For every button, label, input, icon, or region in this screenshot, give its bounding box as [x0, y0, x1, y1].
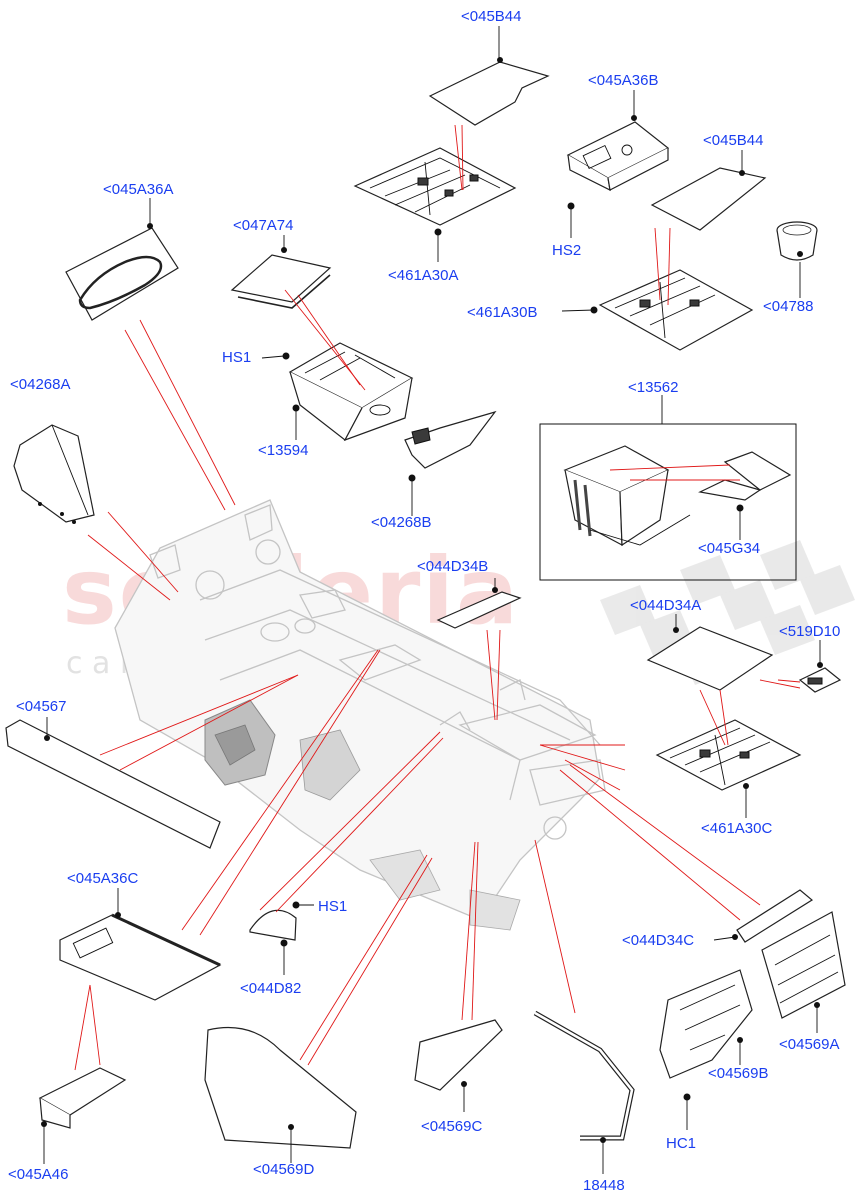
part-045A36B-bezel: [566, 121, 670, 192]
callout-461A30A[interactable]: <461A30A: [388, 267, 459, 284]
part-045B44-right-mat: [650, 167, 767, 231]
part-13562-liner: [563, 445, 691, 547]
callout-04567[interactable]: <04567: [16, 698, 67, 715]
callout-18448[interactable]: 18448: [583, 1177, 625, 1194]
part-044D82-cover: [249, 909, 297, 941]
callout-HS2[interactable]: HS2: [552, 242, 582, 259]
callout-HS1-bottom[interactable]: HS1: [318, 898, 348, 915]
callout-461A30B[interactable]: <461A30B: [467, 304, 538, 321]
part-04569A-bezel: [761, 911, 846, 1019]
console-mechanism: [204, 699, 521, 931]
callout-04268B[interactable]: <04268B: [371, 514, 432, 531]
part-461A30B-frame: [598, 269, 754, 351]
part-04268B-bracket: [404, 410, 497, 469]
callout-045A36C[interactable]: <045A36C: [67, 870, 139, 887]
callout-461A30C[interactable]: <461A30C: [701, 820, 773, 837]
part-045A46-bracket: [38, 1067, 127, 1129]
leader-lines: [43, 26, 821, 1174]
box-13562-frame: [539, 423, 797, 581]
part-047A74-lid: [230, 254, 332, 309]
callout-13594[interactable]: <13594: [258, 442, 309, 459]
callout-HC1[interactable]: HC1: [666, 1135, 697, 1152]
part-04268A-panel: [13, 424, 95, 524]
part-04567-strip: [5, 719, 221, 849]
callout-04569D[interactable]: <04569D: [253, 1161, 315, 1178]
part-461A30A-frame: [353, 147, 517, 226]
part-045A36C-bezel: [59, 913, 222, 1001]
callout-04569A[interactable]: <04569A: [779, 1036, 840, 1053]
part-18448-rail: [533, 1010, 635, 1141]
part-04569B-bracket: [659, 969, 753, 1079]
part-045B44-top-mat: [428, 61, 550, 126]
callout-044D34B[interactable]: <044D34B: [417, 558, 489, 575]
callout-047A74[interactable]: <047A74: [233, 217, 294, 234]
callout-13562[interactable]: <13562: [628, 379, 679, 396]
part-519D10-clip: [798, 667, 842, 693]
callout-045B44-top[interactable]: <045B44: [461, 8, 522, 25]
part-13594-bin: [288, 342, 414, 442]
fastener-HS1-top: [282, 352, 290, 360]
part-044D34B-lid: [436, 591, 522, 629]
part-045G34-pad: [698, 451, 792, 501]
callout-044D34A[interactable]: <044D34A: [630, 597, 702, 614]
callout-045B44-right[interactable]: <045B44: [703, 132, 764, 149]
part-461A30C-frame: [655, 719, 802, 791]
part-044D34C-trim: [736, 889, 814, 943]
callout-045A36A[interactable]: <045A36A: [103, 181, 174, 198]
callout-519D10[interactable]: <519D10: [779, 623, 841, 640]
callout-044D34C[interactable]: <044D34C: [622, 932, 695, 949]
fastener-045B44-top: [497, 57, 503, 63]
callout-044D82[interactable]: <044D82: [240, 980, 302, 997]
callout-04569B[interactable]: <04569B: [708, 1065, 769, 1082]
callout-04569C[interactable]: <04569C: [421, 1118, 483, 1135]
callout-045G34[interactable]: <045G34: [698, 540, 761, 557]
part-044D34A-mat: [646, 626, 774, 691]
callout-045A36B[interactable]: <045A36B: [588, 72, 659, 89]
red-leader-lines: [74, 124, 801, 1071]
part-04788-cup: [776, 221, 818, 261]
fastener-04788: [797, 251, 803, 257]
callout-04788[interactable]: <04788: [763, 298, 814, 315]
part-045A36A-bezel: [65, 227, 179, 321]
part-04569D-panel: [204, 1026, 357, 1149]
callout-04268A[interactable]: <04268A: [10, 376, 71, 393]
part-04569C-trim: [414, 1019, 503, 1091]
callout-045A46[interactable]: <045A46: [8, 1166, 69, 1183]
callout-HS1-top[interactable]: HS1: [222, 349, 252, 366]
console-ghost: [114, 499, 606, 921]
